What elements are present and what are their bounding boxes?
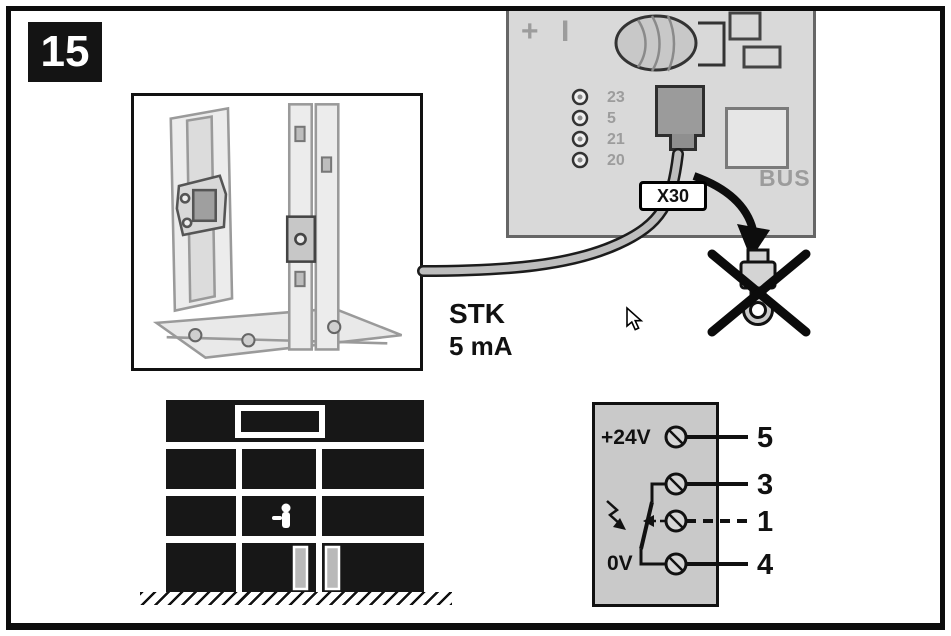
door-handle-icon xyxy=(272,503,291,528)
cross-out-icon xyxy=(707,249,811,337)
battery-minus-label: I xyxy=(561,15,570,48)
bus-label: BUS xyxy=(759,165,811,191)
figure-number: 15 xyxy=(40,27,90,76)
door-window xyxy=(235,405,325,438)
wicket-door-leaves xyxy=(292,545,341,591)
x30-label: X30 xyxy=(639,181,707,211)
door-panel-lines xyxy=(166,442,424,592)
detail-contact-plate xyxy=(285,215,317,263)
zero-v-label: 0V xyxy=(607,552,633,575)
pin-number-label: 4 xyxy=(757,549,774,581)
detail-bottom-rail xyxy=(152,307,403,359)
terminal-label: 20 xyxy=(607,152,625,169)
detail-lock-contact xyxy=(175,174,228,237)
ground-hatch xyxy=(140,592,452,605)
terminal-label: 5 xyxy=(607,110,616,127)
pin-number-label: 1 xyxy=(757,506,774,538)
garage-door-illustration xyxy=(166,400,424,592)
battery-icon xyxy=(614,11,782,72)
figure-number-badge: 15 xyxy=(28,22,102,82)
cursor-icon xyxy=(626,306,644,331)
plus24v-label: +24V xyxy=(601,426,651,449)
bus-pad xyxy=(725,107,789,169)
x30-connector xyxy=(655,85,705,137)
terminal-label: 21 xyxy=(607,131,625,148)
terminal-labels: 23 5 21 20 xyxy=(607,87,625,171)
stk-current-label: 5 mA xyxy=(449,331,513,361)
detail-rail-slots xyxy=(294,125,333,288)
terminal-strip xyxy=(571,88,589,169)
pin-number-label: 5 xyxy=(757,422,774,454)
detail-screws xyxy=(188,319,342,348)
x30-connector-tab xyxy=(669,134,697,151)
door-detail-drawing xyxy=(152,103,403,359)
shorting-plug-icon xyxy=(739,248,777,326)
stk-label: STK xyxy=(449,298,505,329)
control-board: + I 23 5 21 20 X30 xyxy=(506,11,816,238)
battery-plus-label: + xyxy=(521,15,539,48)
terminal-label: 23 xyxy=(607,89,625,106)
door-detail-inset xyxy=(131,93,423,371)
pin-number-label: 3 xyxy=(757,469,774,501)
